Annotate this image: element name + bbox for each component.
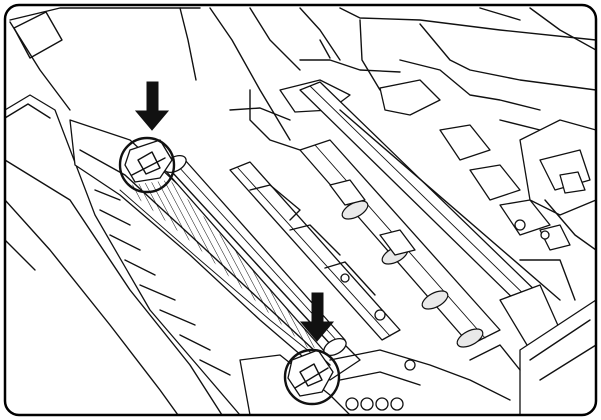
right-housing <box>469 119 596 415</box>
down-arrow-icon <box>134 81 170 131</box>
paper-guide <box>69 119 361 381</box>
open-cover-panel <box>5 94 241 415</box>
upper-roller <box>299 81 561 311</box>
upper-highlight-circle <box>118 136 176 194</box>
lower-highlight-circle <box>283 348 341 406</box>
lower-release-lever <box>287 349 334 397</box>
down-arrow-icon <box>299 292 335 342</box>
upper-release-lever <box>124 139 173 183</box>
figure-border <box>3 3 598 417</box>
feed-roller-assembly <box>299 139 501 348</box>
pressure-roller <box>229 161 401 341</box>
